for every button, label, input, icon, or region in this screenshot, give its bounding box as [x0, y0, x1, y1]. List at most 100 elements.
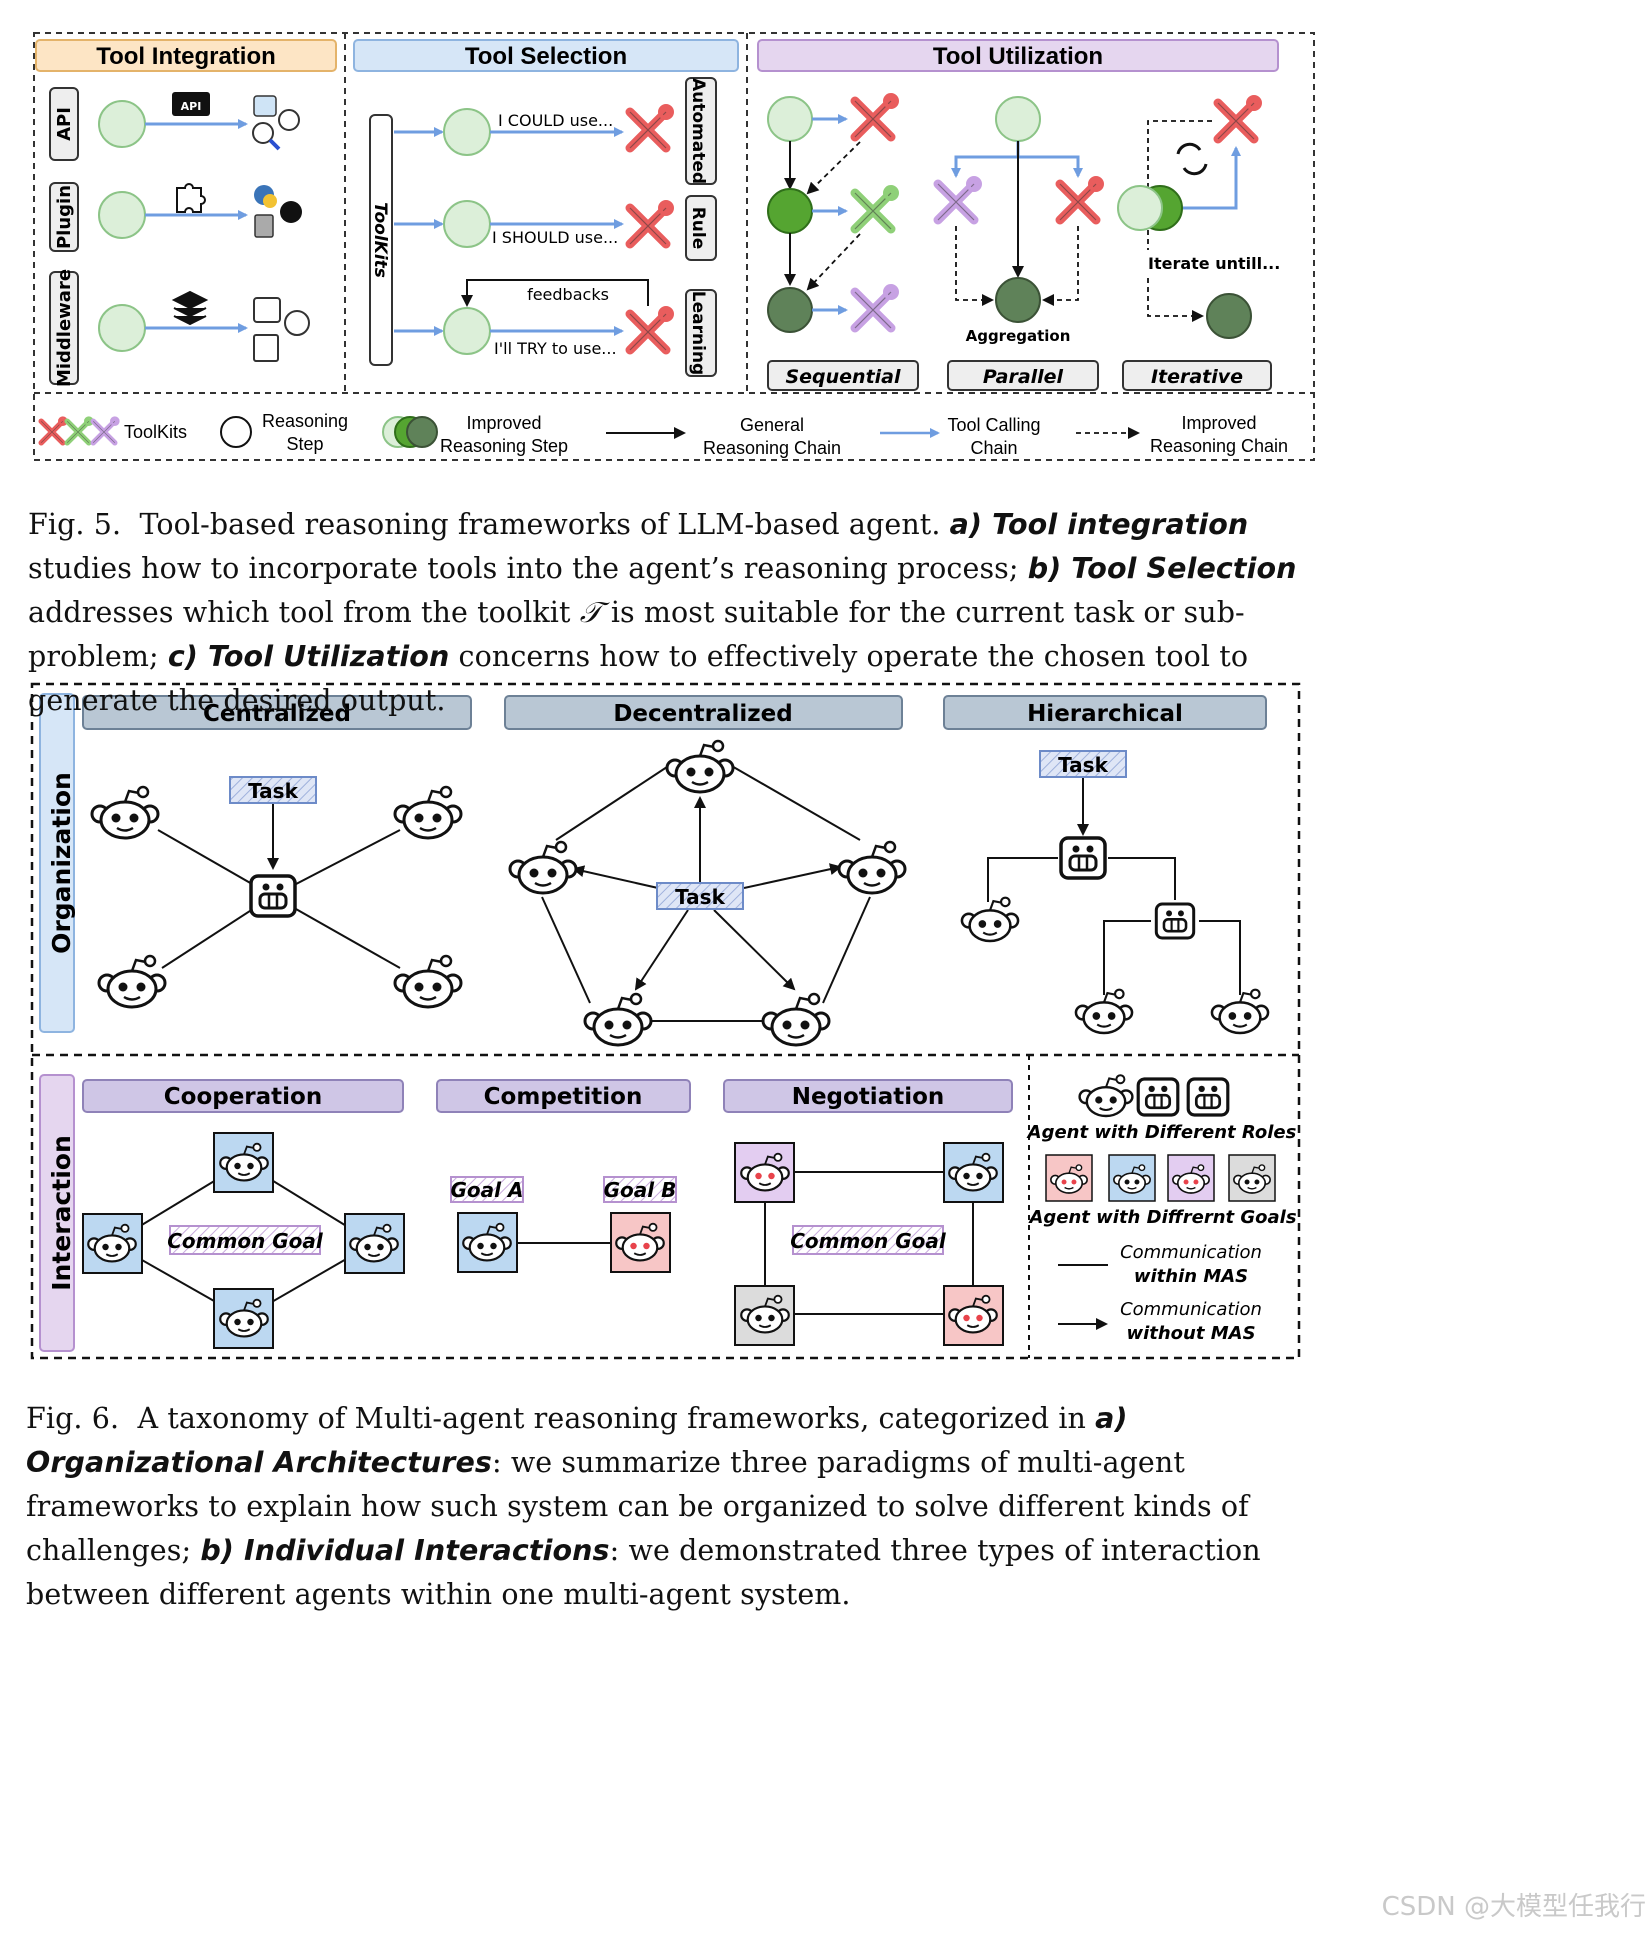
- feedbacks-label: feedbacks: [527, 285, 609, 304]
- legend-general-line2: Reasoning Chain: [703, 438, 841, 458]
- selection-modes: Automated Rule Learning: [685, 77, 717, 377]
- integration-title: Tool Integration: [96, 43, 276, 70]
- caption6-label: Fig. 6.: [26, 1402, 120, 1435]
- calculator-icon: [254, 214, 274, 238]
- fig6-caption: Fig. 6. A taxonomy of Multi-agent reason…: [26, 1397, 1310, 1617]
- tool-icon: [630, 308, 672, 350]
- cooperation-header: [82, 1079, 404, 1113]
- legend-without-line2: without MAS: [1126, 1323, 1255, 1344]
- caption5-b-tag: b) Tool Selection: [1027, 552, 1297, 585]
- puzzle-icon: [176, 183, 206, 213]
- caption6-a-text: : we summarize three paradigms of multi-…: [26, 1446, 1249, 1567]
- caption5-a-tag: a) Tool integration: [949, 508, 1249, 541]
- caption6-b-text: : we demonstrated three types of interac…: [26, 1534, 1261, 1611]
- agent: [1210, 988, 1270, 1035]
- common-goal-label: Common Goal: [167, 1229, 324, 1253]
- selection-row-1: I COULD use...: [394, 106, 672, 156]
- mode-automated: Automated: [688, 78, 708, 184]
- api-badge-text: API: [181, 100, 202, 113]
- fig5-caption: Fig. 5. Tool-based reasoning frameworks …: [28, 503, 1308, 723]
- reasoning-step: [98, 304, 146, 352]
- task-box: [229, 776, 317, 804]
- task-box: [656, 882, 744, 910]
- chatgpt-icon: [278, 109, 300, 131]
- centralized-graph: Task: [90, 776, 463, 1009]
- caption6-a-tag: a) Organizational Architectures: [26, 1402, 1128, 1479]
- legend-within-line1: Communication: [1120, 1242, 1262, 1263]
- web-search-icon: [252, 122, 274, 144]
- agent: [583, 992, 653, 1047]
- util-mode-iterative: Iterative: [1151, 366, 1243, 388]
- negotiation-header: [723, 1079, 1013, 1113]
- agent: [665, 739, 735, 794]
- caption5-c-text: concerns how to effectively operate the …: [28, 640, 1249, 717]
- task-label: Task: [248, 779, 298, 803]
- hierarchical-header: [943, 695, 1267, 730]
- fig5-frame: [33, 32, 1315, 461]
- task-label: Task: [1058, 753, 1108, 777]
- caption5-a-text: studies how to incorporate tools into th…: [28, 552, 1019, 585]
- hierarchical-title: Hierarchical: [1027, 701, 1183, 727]
- row-label-middleware: Middleware: [54, 269, 75, 387]
- centralized-header: [82, 695, 472, 730]
- toolkits-label: ToolKits: [370, 202, 390, 278]
- legend-toolkits: ToolKits: [124, 422, 187, 442]
- reasoning-step: [443, 307, 491, 355]
- legend-goals: Agent with Diffrernt Goals: [1027, 1207, 1296, 1228]
- https-icon: [253, 297, 281, 323]
- agent: [960, 896, 1020, 943]
- mode-rule: Rule: [688, 207, 708, 250]
- legend-ichain-line2: Reasoning Chain: [1150, 436, 1288, 456]
- agent: [761, 992, 831, 1047]
- integration-header: [35, 39, 337, 72]
- selection-title: Tool Selection: [465, 43, 627, 70]
- caption5-b-symbol: 𝒯: [579, 596, 602, 629]
- fig5-diagram: Tool Integration Tool Selection Tool Uti…: [33, 32, 1315, 461]
- integration-row-middleware: Middleware: [49, 269, 310, 387]
- common-goal-box: [169, 1225, 321, 1255]
- weather-icon: [253, 95, 277, 117]
- legend-ichain-line1: Improved: [1181, 413, 1256, 433]
- selection-text-1: I COULD use...: [498, 111, 613, 130]
- competition-title: Competition: [484, 1084, 643, 1110]
- toolkits-bar: [369, 114, 393, 366]
- agent: [1074, 988, 1134, 1035]
- agent: [90, 785, 160, 840]
- legend-without-line1: Communication: [1120, 1299, 1262, 1320]
- caption6-b-tag: b) Individual Interactions: [200, 1534, 610, 1567]
- centralized-title: Centralized: [203, 701, 351, 727]
- watermark: CSDN @大模型任我行: [1381, 1892, 1646, 1922]
- api-badge: [172, 92, 210, 116]
- legend-tool-line1: Tool Calling: [947, 415, 1040, 435]
- competition-header: [436, 1079, 691, 1113]
- utilization-title: Tool Utilization: [933, 43, 1103, 70]
- cycle-icon: [1176, 142, 1208, 176]
- tool-icon: [630, 106, 672, 148]
- tool-icon: [630, 202, 672, 244]
- hierarchical-graph: Task: [960, 750, 1270, 1035]
- goal-a-label: Goal A: [451, 1178, 524, 1202]
- reasoning-step: [443, 108, 491, 156]
- cooperation-title: Cooperation: [164, 1084, 322, 1110]
- row-label-api: API: [54, 107, 75, 141]
- decentralized-graph: Task: [508, 739, 907, 1047]
- legend-within-line2: within MAS: [1134, 1266, 1248, 1287]
- legend-improved-line2: Reasoning Step: [440, 436, 568, 456]
- reasoning-step: [443, 200, 491, 248]
- layers-icon: [171, 290, 209, 326]
- integration-row-api: API API: [49, 87, 300, 161]
- row-label-plugin: Plugin: [54, 185, 75, 249]
- reasoning-step: [98, 100, 146, 148]
- common-goal-label: Common Goal: [790, 1229, 947, 1253]
- selection-text-2: I SHOULD use...: [492, 228, 618, 247]
- util-mode-box: [947, 360, 1099, 391]
- agent: [508, 840, 578, 895]
- interaction-label: Interaction: [47, 1135, 76, 1291]
- fig6-legend: Agent with Different Roles Agent with Di…: [1026, 1073, 1297, 1344]
- organization-label: Organization: [47, 772, 76, 954]
- utilization-header: [757, 39, 1279, 72]
- caption5-b-text-1: addresses which tool from the toolkit: [28, 596, 571, 629]
- agent: [393, 785, 463, 840]
- mode-learning: Learning: [688, 291, 708, 375]
